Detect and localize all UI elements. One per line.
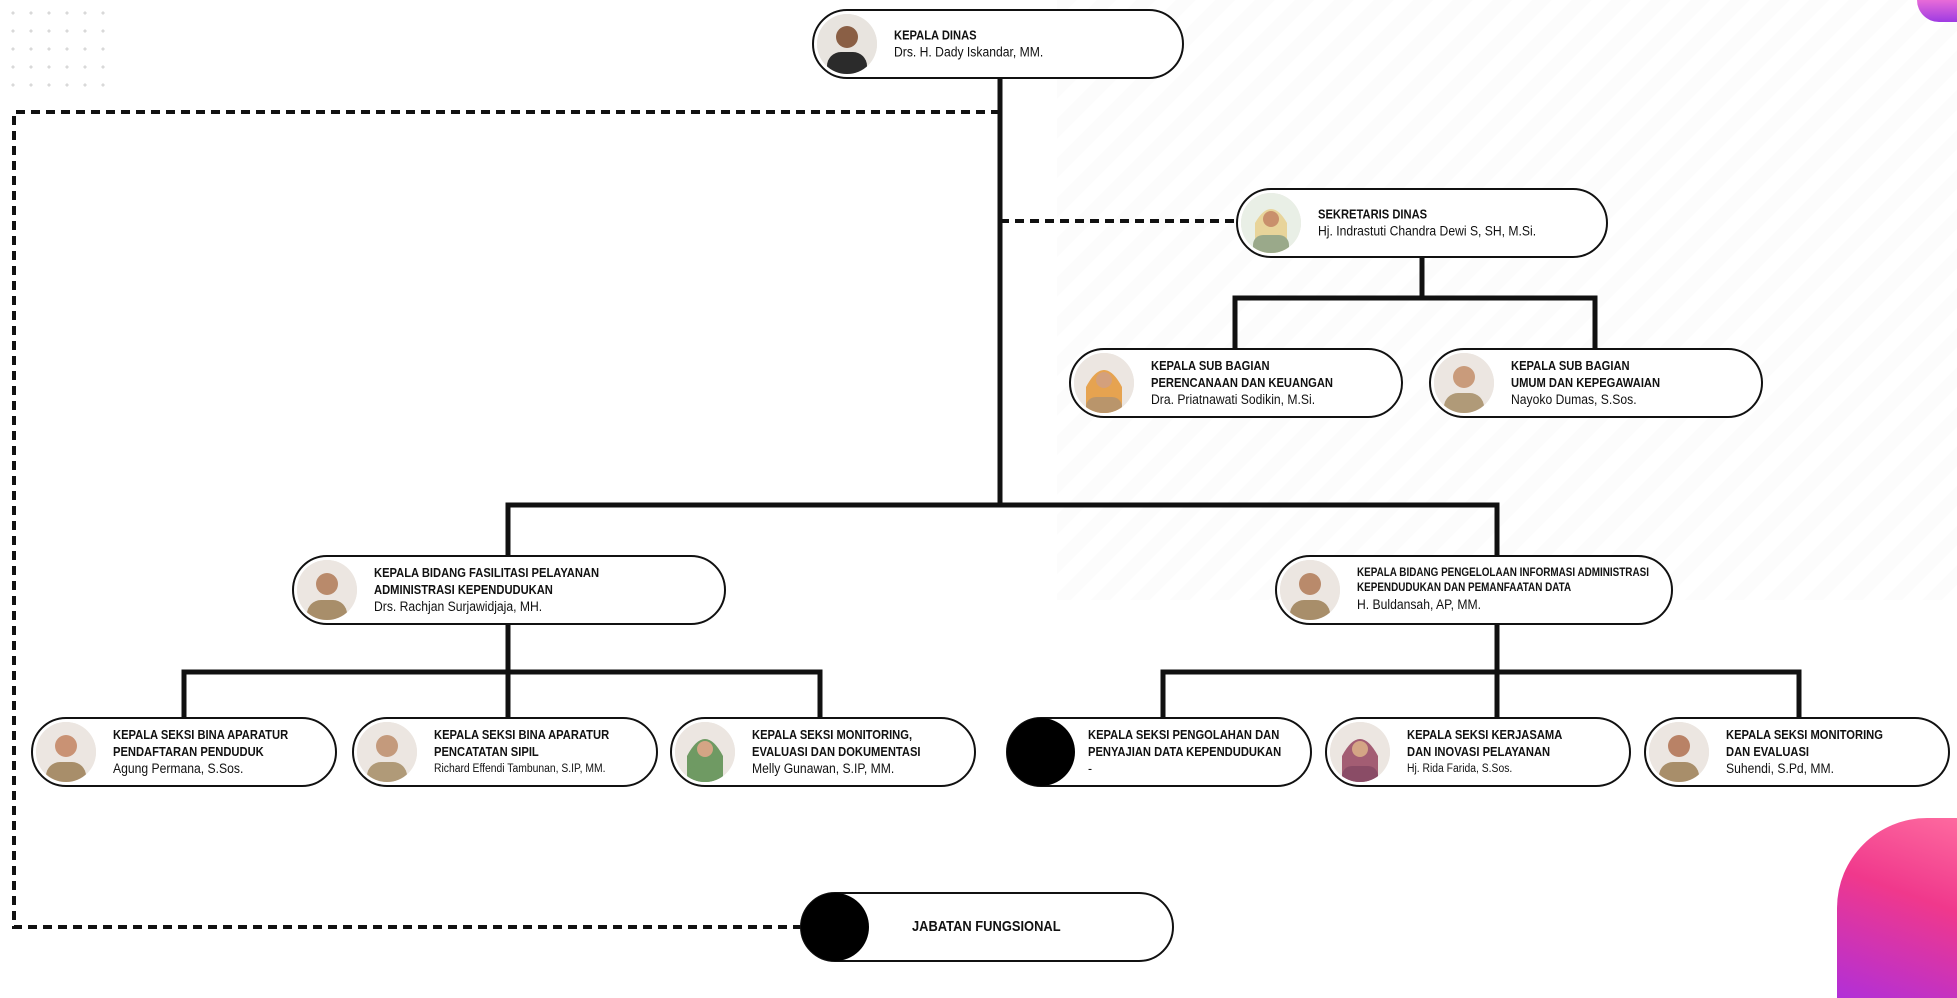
node-title: KEPALA BIDANG FASILITASI PELAYANAN ADMIN…	[374, 565, 600, 597]
dot-grid-decoration	[4, 4, 114, 99]
node-jabatan-fungsional: JABATAN FUNGSIONAL	[800, 892, 1174, 962]
node-title: KEPALA SUB BAGIAN PERENCANAAN DAN KEUANG…	[1151, 358, 1333, 390]
node-title: KEPALA SUB BAGIAN UMUM DAN KEPEGAWAIAN	[1511, 358, 1661, 390]
node-seksi-kerjasama-inovasi: KEPALA SEKSI KERJASAMA DAN INOVASI PELAY…	[1325, 717, 1631, 787]
corner-decoration-top	[1917, 0, 1957, 22]
node-bidang-fasilitasi-pelayanan: KEPALA BIDANG FASILITASI PELAYANAN ADMIN…	[292, 555, 726, 625]
node-name: Nayoko Dumas, S.Sos.	[1511, 392, 1637, 407]
avatar-placeholder	[801, 893, 869, 961]
avatar-photo	[1330, 722, 1390, 782]
node-title: KEPALA SEKSI MONITORING, EVALUASI DAN DO…	[752, 727, 921, 759]
node-title: KEPALA SEKSI MONITORING DAN EVALUASI	[1726, 727, 1883, 759]
node-bidang-pengelolaan-informasi: KEPALA BIDANG PENGELOLAAN INFORMASI ADMI…	[1275, 555, 1673, 625]
avatar-photo	[1241, 193, 1301, 253]
node-seksi-pendaftaran-penduduk: KEPALA SEKSI BINA APARATUR PENDAFTARAN P…	[31, 717, 337, 787]
avatar-photo	[817, 14, 877, 74]
node-name: Dra. Priatnawati Sodikin, M.Si.	[1151, 392, 1316, 407]
node-name: Hj. Indrastuti Chandra Dewi S, SH, M.Si.	[1318, 223, 1537, 239]
node-name: Hj. Rida Farida, S.Sos.	[1407, 763, 1513, 775]
avatar-photo	[357, 722, 417, 782]
avatar-placeholder	[1007, 718, 1075, 786]
avatar-photo	[1649, 722, 1709, 782]
org-connector-lines	[12, 75, 1802, 929]
node-name: Drs. H. Dady Iskandar, MM.	[894, 44, 1044, 60]
avatar-photo	[36, 722, 96, 782]
node-name: Richard Effendi Tambunan, S.IP, MM.	[434, 763, 606, 775]
avatar-photo	[1434, 353, 1494, 413]
node-subbag-umum-kepegawaian: KEPALA SUB BAGIAN UMUM DAN KEPEGAWAIAN N…	[1429, 348, 1763, 418]
node-title: KEPALA SEKSI KERJASAMA DAN INOVASI PELAY…	[1407, 727, 1563, 759]
node-title: KEPALA SEKSI BINA APARATUR PENCATATAN SI…	[434, 727, 610, 759]
avatar-photo	[297, 560, 357, 620]
node-name: Drs. Rachjan Surjawidjaja, MH.	[374, 599, 543, 614]
node-seksi-monitoring-evaluasi-dokumentasi: KEPALA SEKSI MONITORING, EVALUASI DAN DO…	[670, 717, 976, 787]
node-name: Melly Gunawan, S.IP, MM.	[752, 761, 895, 776]
node-name: -	[1088, 761, 1093, 776]
avatar-photo	[675, 722, 735, 782]
node-sekretaris-dinas: SEKRETARIS DINAS Hj. Indrastuti Chandra …	[1236, 188, 1608, 258]
node-seksi-monitoring-evaluasi: KEPALA SEKSI MONITORING DAN EVALUASI Suh…	[1644, 717, 1950, 787]
node-name: Suhendi, S.Pd, MM.	[1726, 761, 1835, 776]
node-name: H. Buldansah, AP, MM.	[1357, 597, 1482, 612]
node-subbag-perencanaan-keuangan: KEPALA SUB BAGIAN PERENCANAAN DAN KEUANG…	[1069, 348, 1403, 418]
node-title: JABATAN FUNGSIONAL	[912, 918, 1061, 935]
avatar-photo	[1280, 560, 1340, 620]
node-seksi-pengolahan-penyajian-data: KEPALA SEKSI PENGOLAHAN DAN PENYAJIAN DA…	[1006, 717, 1312, 787]
node-title: KEPALA BIDANG PENGELOLAAN INFORMASI ADMI…	[1357, 567, 1649, 594]
avatar-photo	[1074, 353, 1134, 413]
node-title: KEPALA SEKSI BINA APARATUR PENDAFTARAN P…	[113, 727, 289, 759]
node-seksi-pencatatan-sipil: KEPALA SEKSI BINA APARATUR PENCATATAN SI…	[352, 717, 658, 787]
node-kepala-dinas: KEPALA DINAS Drs. H. Dady Iskandar, MM.	[812, 9, 1184, 79]
node-title: KEPALA DINAS	[894, 27, 977, 43]
node-title: KEPALA SEKSI PENGOLAHAN DAN PENYAJIAN DA…	[1088, 727, 1282, 759]
node-name: Agung Permana, S.Sos.	[113, 761, 244, 776]
node-title: SEKRETARIS DINAS	[1318, 206, 1428, 222]
